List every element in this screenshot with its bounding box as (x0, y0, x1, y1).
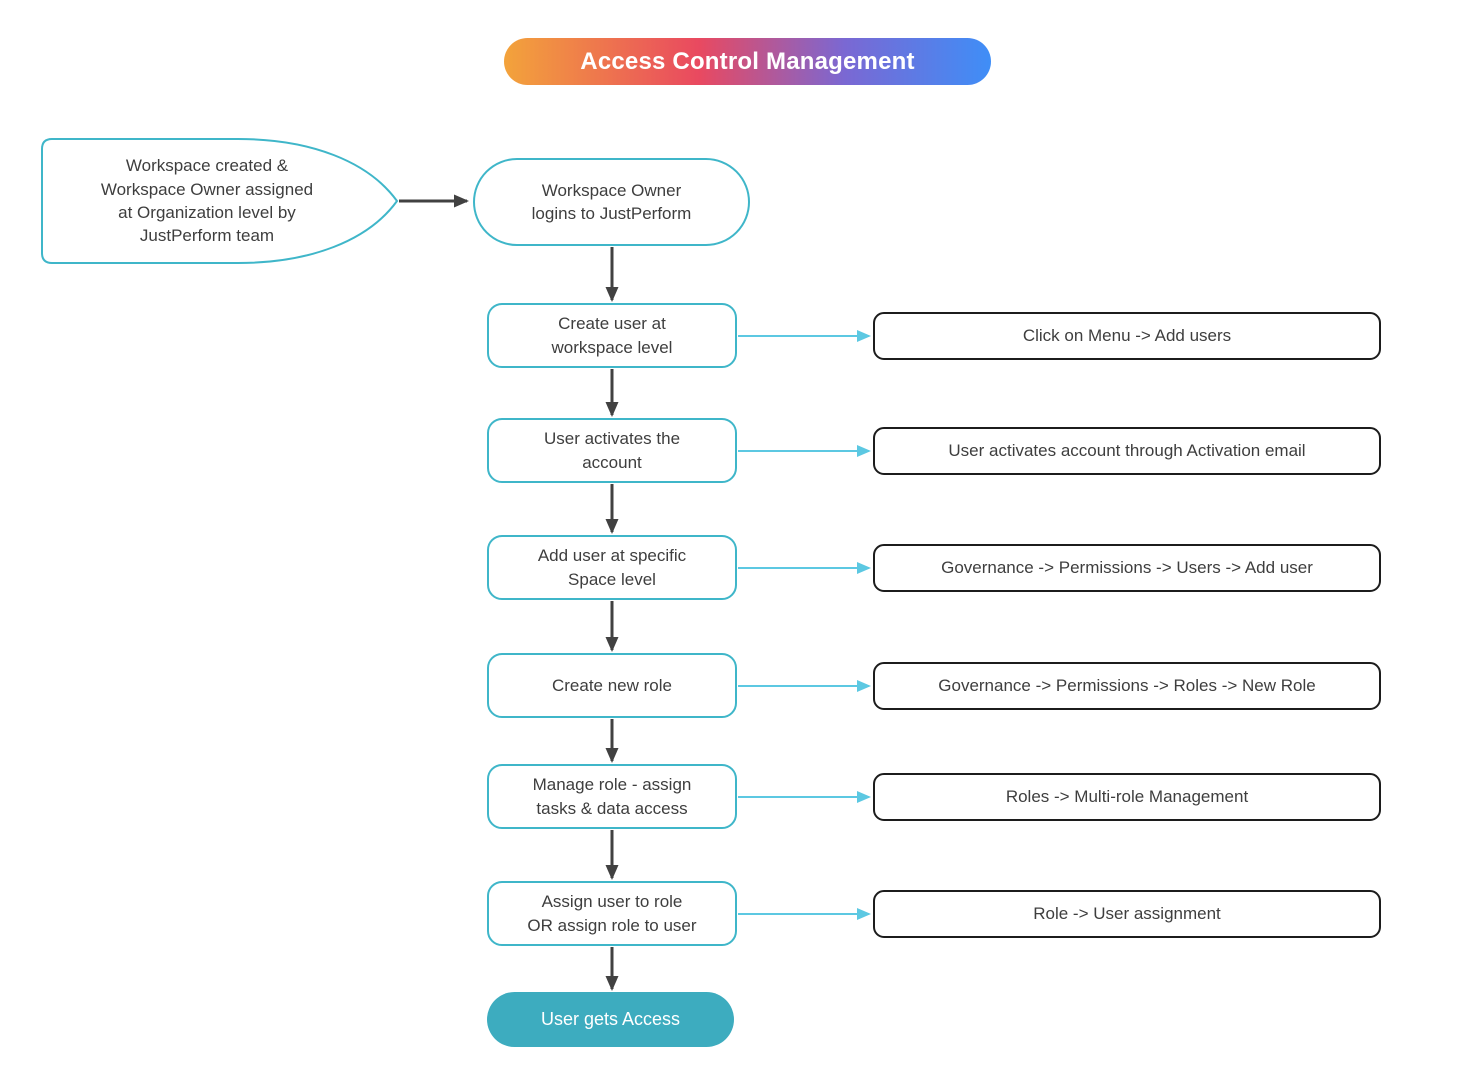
step-label: Create user at workspace level (551, 314, 673, 357)
callout-multi-role-management: Roles -> Multi-role Management (873, 773, 1381, 821)
callout-label: Governance -> Permissions -> Users -> Ad… (941, 558, 1313, 578)
callout-permissions-roles: Governance -> Permissions -> Roles -> Ne… (873, 662, 1381, 710)
title-banner: Access Control Management (504, 38, 991, 85)
callout-activation-email: User activates account through Activatio… (873, 427, 1381, 475)
callout-label: User activates account through Activatio… (948, 441, 1306, 461)
step-manage-role: Manage role - assign tasks & data access (487, 764, 737, 829)
end-node: User gets Access (487, 992, 734, 1047)
step-label: Add user at specific Space level (537, 546, 687, 589)
login-node-label: Workspace Owner logins to JustPerform (531, 180, 692, 223)
step-create-user-workspace: Create user at workspace level (487, 303, 737, 368)
callout-add-users: Click on Menu -> Add users (873, 312, 1381, 360)
login-node: Workspace Owner logins to JustPerform (473, 158, 750, 246)
start-node-label: Workspace created & Workspace Owner assi… (100, 156, 314, 246)
start-shape (41, 138, 399, 264)
callout-label: Click on Menu -> Add users (1022, 326, 1232, 346)
page-title: Access Control Management (580, 47, 915, 75)
step-user-activates-account: User activates the account (487, 418, 737, 483)
step-create-new-role: Create new role (487, 653, 737, 718)
callout-label: Governance -> Permissions -> Roles -> Ne… (938, 676, 1316, 696)
step-label: User activates the account (543, 429, 681, 472)
callout-label: Roles -> Multi-role Management (1005, 787, 1249, 807)
step-label: Assign user to role OR assign role to us… (527, 892, 697, 935)
step-label: Manage role - assign tasks & data access (532, 775, 692, 818)
end-node-label: User gets Access (540, 1009, 681, 1030)
start-node: Workspace created & Workspace Owner assi… (42, 139, 372, 263)
step-assign-user-role: Assign user to role OR assign role to us… (487, 881, 737, 946)
callout-permissions-users: Governance -> Permissions -> Users -> Ad… (873, 544, 1381, 592)
callout-label: Role -> User assignment (1033, 904, 1221, 924)
step-label: Create new role (551, 675, 672, 695)
step-add-user-space: Add user at specific Space level (487, 535, 737, 600)
callout-user-assignment: Role -> User assignment (873, 890, 1381, 938)
